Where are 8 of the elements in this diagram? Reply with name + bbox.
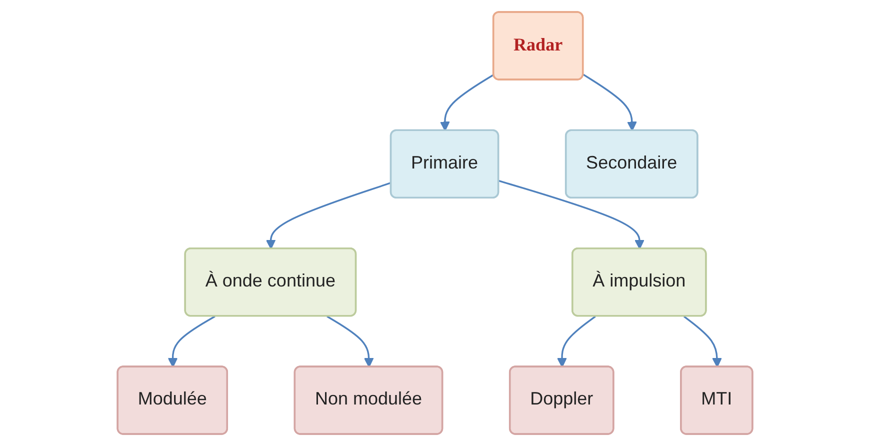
arrow bbox=[326, 316, 374, 368]
arrow bbox=[167, 316, 215, 368]
arrow bbox=[582, 74, 636, 132]
arrow bbox=[439, 74, 494, 132]
arrow bbox=[498, 180, 644, 250]
arrow bbox=[265, 182, 392, 250]
arrow bbox=[556, 316, 596, 368]
arrow bbox=[682, 316, 722, 368]
